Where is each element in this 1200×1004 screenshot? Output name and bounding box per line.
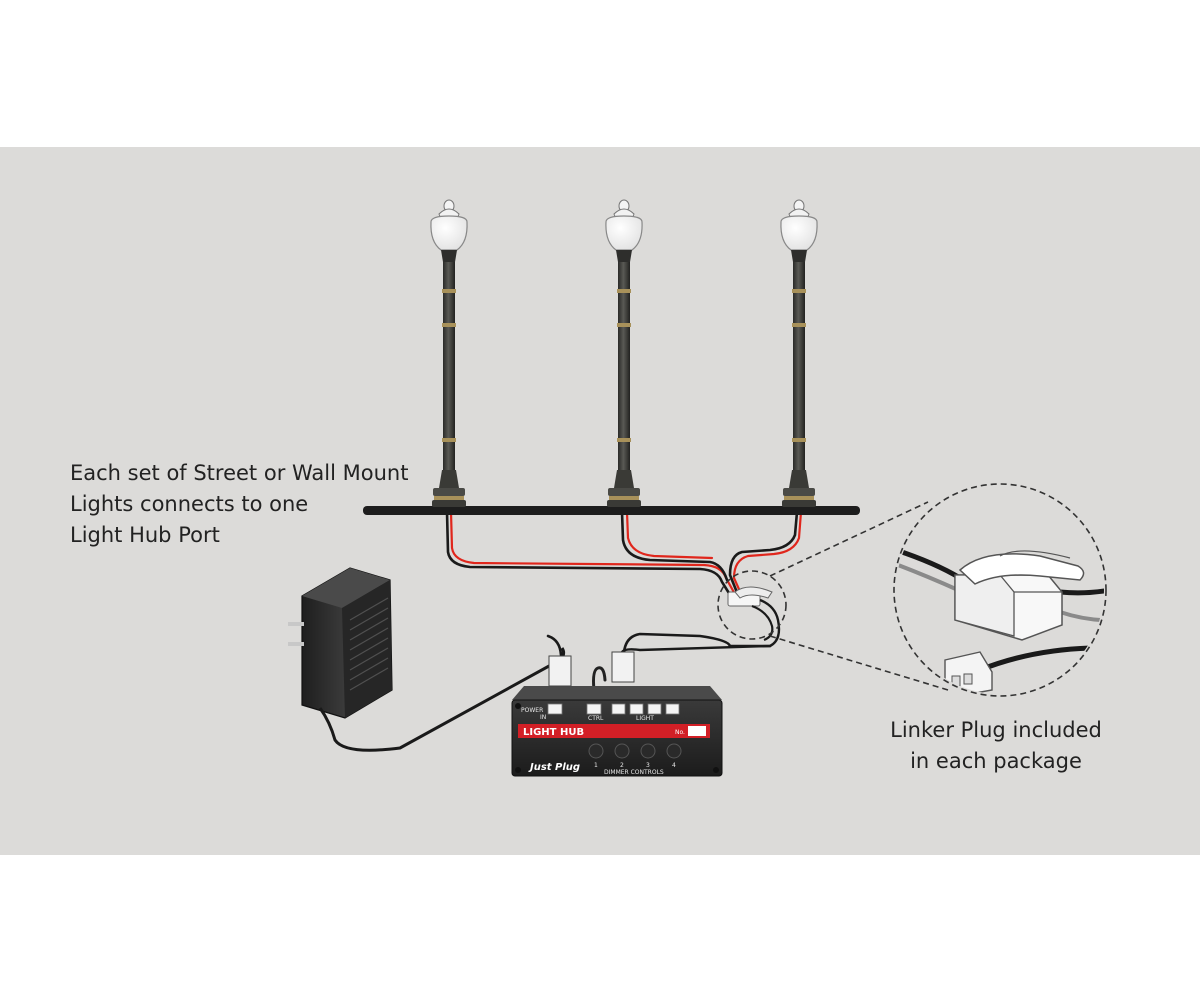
street-lamp-2 [605,199,643,507]
hub-wires [546,632,772,692]
in-label: IN [540,714,546,721]
brand-logo: Just Plug [528,762,580,773]
light-label: LIGHT [636,715,654,722]
ctrl-label: CTRL [588,715,604,722]
power-adapter [288,567,566,752]
street-lamp-1 [430,199,468,507]
ctrl-port [586,651,635,715]
power-label: POWER [521,707,543,714]
linker-caption-line-2: in each package [910,749,1082,773]
linker-plug-zoomed [896,486,1104,694]
power-in-port [547,655,572,715]
zoom-indicator [717,483,1107,697]
hub-no-label: No. [675,729,685,736]
dimmer-knobs [588,743,682,759]
lamp-wires [445,510,803,600]
knob-number-3: 3 [646,762,650,769]
linker-caption-line-1: Linker Plug included [890,718,1102,742]
knob-number-2: 2 [620,762,624,769]
light-ports [611,703,680,715]
hub-title-strip [518,724,710,738]
lights-caption-line-2: Lights connects to one [70,492,308,516]
linker-plug-small [621,586,781,653]
dimmer-controls-label: DIMMER CONTROLS [604,769,664,776]
hub-number-box [688,726,706,736]
hub-title: LIGHT HUB [523,727,584,738]
light-hub: POWER IN CTRL LIGHT LIGHT HUB No. 1 2 3 … [511,651,723,777]
knob-number-1: 1 [594,762,598,769]
lights-caption-line-3: Light Hub Port [70,523,220,547]
layout-board [363,506,860,515]
lights-caption-line-1: Each set of Street or Wall Mount [70,461,408,485]
street-lamp-3 [780,199,818,507]
knob-number-4: 4 [672,762,676,769]
